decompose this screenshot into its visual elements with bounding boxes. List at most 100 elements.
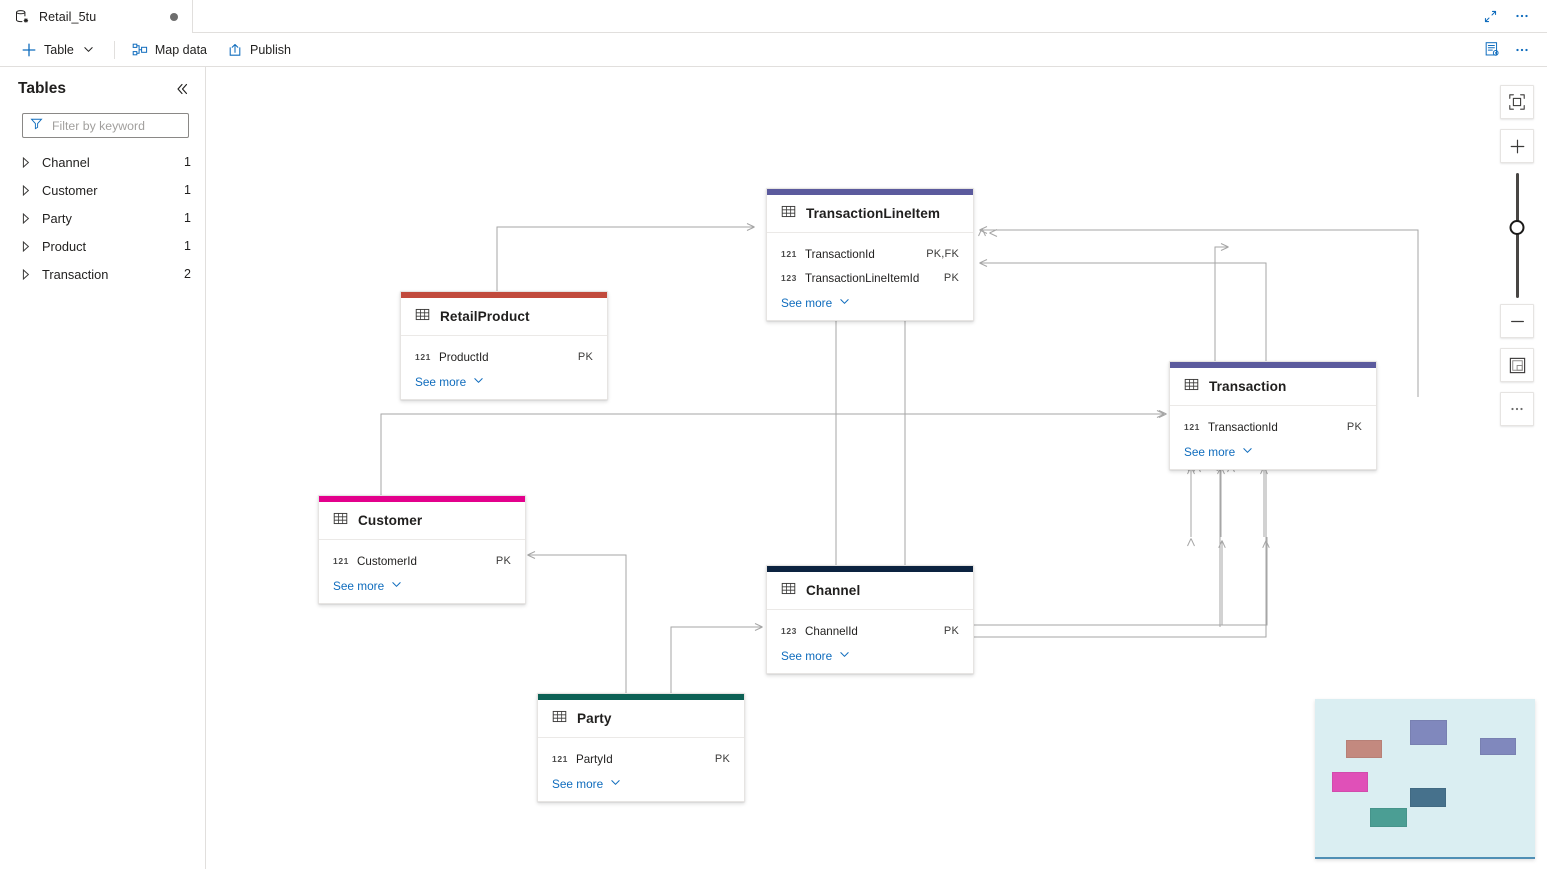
card-accent-bar: [401, 292, 607, 298]
minimap-box-transaction: [1480, 738, 1516, 755]
see-more-button[interactable]: See more: [767, 290, 973, 314]
card-fields: 121 PartyId PK See more: [538, 738, 744, 801]
minimap[interactable]: [1315, 699, 1535, 859]
sidebar-item-customer[interactable]: Customer 1: [0, 176, 205, 204]
field-key-badge: PK: [714, 753, 730, 765]
entity-card-transactionlineitem[interactable]: TransactionLineItem 121 TransactionId PK…: [766, 188, 974, 321]
sidebar-item-count: 1: [184, 211, 191, 225]
field-name: CustomerId: [357, 554, 417, 568]
entity-name: TransactionLineItem: [806, 206, 941, 221]
field-key-badge: PK: [495, 555, 511, 567]
card-accent-bar: [538, 694, 744, 700]
entity-card-channel[interactable]: Channel 123 ChannelId PK See more: [766, 565, 974, 674]
see-more-label: See more: [333, 579, 385, 593]
chevron-right-icon[interactable]: [18, 268, 34, 280]
card-fields: 123 ChannelId PK See more: [767, 610, 973, 673]
card-header[interactable]: Customer: [319, 502, 525, 540]
more-options-icon[interactable]: [1500, 392, 1534, 426]
see-more-button[interactable]: See more: [767, 643, 973, 667]
field-row[interactable]: 121 ProductId PK: [401, 345, 607, 369]
grid-table-icon: [552, 709, 567, 729]
card-accent-bar: [319, 496, 525, 502]
more-options-icon[interactable]: [1509, 3, 1535, 29]
chevron-right-icon[interactable]: [18, 156, 34, 168]
see-more-label: See more: [552, 777, 604, 791]
see-more-button[interactable]: See more: [319, 573, 525, 597]
chevron-right-icon[interactable]: [18, 240, 34, 252]
field-row[interactable]: 121 TransactionId PK,FK: [767, 242, 973, 266]
field-type-icon: 121: [333, 556, 349, 566]
zoom-slider[interactable]: [1500, 173, 1534, 298]
sidebar-item-party[interactable]: Party 1: [0, 204, 205, 232]
search-input[interactable]: [50, 117, 181, 134]
card-header[interactable]: TransactionLineItem: [767, 195, 973, 233]
new-table-button[interactable]: Table: [12, 36, 106, 64]
entity-card-party[interactable]: Party 121 PartyId PK See more: [537, 693, 745, 802]
diagram-canvas[interactable]: TransactionLineItem 121 TransactionId PK…: [206, 67, 1547, 869]
conn-channel-transaction-b: [974, 540, 1226, 626]
sidebar-header: Tables: [0, 71, 205, 107]
command-bar-right: [1479, 37, 1547, 63]
zoom-slider-thumb[interactable]: [1509, 220, 1525, 235]
sidebar-item-label: Party: [42, 210, 72, 226]
conn-route-1: [1187, 538, 1195, 547]
card-fields: 121 TransactionId PK See more: [1170, 406, 1376, 469]
see-more-button[interactable]: See more: [401, 369, 607, 393]
plus-icon: [21, 42, 37, 58]
card-header[interactable]: Transaction: [1170, 368, 1376, 406]
chevron-double-left-icon[interactable]: [171, 78, 193, 100]
tables-sidebar: Tables Channel: [0, 67, 206, 869]
field-row[interactable]: 123 ChannelId PK: [767, 619, 973, 643]
filter-box[interactable]: [22, 113, 189, 138]
conn-retailproduct-transactionlineitem: [496, 223, 755, 291]
expand-diagonal-icon[interactable]: [1477, 3, 1503, 29]
tables-tree: Channel 1 Customer 1 Party 1: [0, 148, 205, 288]
chevron-right-icon[interactable]: [18, 184, 34, 196]
minimap-box-customer: [1332, 772, 1368, 792]
field-row[interactable]: 121 CustomerId PK: [319, 549, 525, 573]
minimap-box-transactionlineitem: [1410, 720, 1447, 745]
entity-card-transaction[interactable]: Transaction 121 TransactionId PK See mor…: [1169, 361, 1377, 470]
field-type-icon: 121: [552, 754, 568, 764]
publish-button[interactable]: Publish: [218, 36, 300, 64]
more-options-icon[interactable]: [1509, 37, 1535, 63]
filter-icon: [30, 117, 43, 135]
properties-pane-icon[interactable]: [1479, 37, 1505, 63]
card-accent-bar: [767, 566, 973, 572]
minimap-toggle-icon[interactable]: [1500, 348, 1534, 382]
publish-label: Publish: [250, 42, 292, 57]
zoom-out-button[interactable]: [1500, 304, 1534, 338]
field-type-icon: 123: [781, 273, 797, 283]
map-data-label: Map data: [154, 42, 208, 57]
tab-retail[interactable]: Retail_5tu: [0, 0, 193, 33]
sidebar-item-channel[interactable]: Channel 1: [0, 148, 205, 176]
entity-name: Customer: [358, 513, 423, 528]
entity-card-retailproduct[interactable]: RetailProduct 121 ProductId PK See more: [400, 291, 608, 400]
conn-x: [1210, 463, 1219, 471]
field-name: TransactionId: [805, 247, 875, 261]
card-header[interactable]: RetailProduct: [401, 298, 607, 336]
chevron-right-icon[interactable]: [18, 212, 34, 224]
see-more-button[interactable]: See more: [538, 771, 744, 795]
fit-to-screen-icon[interactable]: [1500, 85, 1534, 119]
map-data-icon: [132, 42, 148, 58]
field-row[interactable]: 121 TransactionId PK: [1170, 415, 1376, 439]
entity-name: RetailProduct: [440, 309, 530, 324]
field-row[interactable]: 123 TransactionLineItemId PK: [767, 266, 973, 290]
chevron-down-icon: [473, 375, 484, 389]
sidebar-item-count: 1: [184, 155, 191, 169]
field-key-badge: PK: [577, 351, 593, 363]
map-data-button[interactable]: Map data: [123, 36, 216, 64]
card-header[interactable]: Party: [538, 700, 744, 738]
publish-upload-icon: [227, 42, 243, 58]
chevron-down-icon: [391, 579, 402, 593]
entity-card-customer[interactable]: Customer 121 CustomerId PK See more: [318, 495, 526, 604]
field-row[interactable]: 121 PartyId PK: [538, 747, 744, 771]
field-name: TransactionId: [1208, 420, 1278, 434]
sidebar-item-product[interactable]: Product 1: [0, 232, 205, 260]
see-more-button[interactable]: See more: [1170, 439, 1376, 463]
field-name: PartyId: [576, 752, 613, 766]
sidebar-item-transaction[interactable]: Transaction 2: [0, 260, 205, 288]
card-header[interactable]: Channel: [767, 572, 973, 610]
zoom-in-button[interactable]: [1500, 129, 1534, 163]
